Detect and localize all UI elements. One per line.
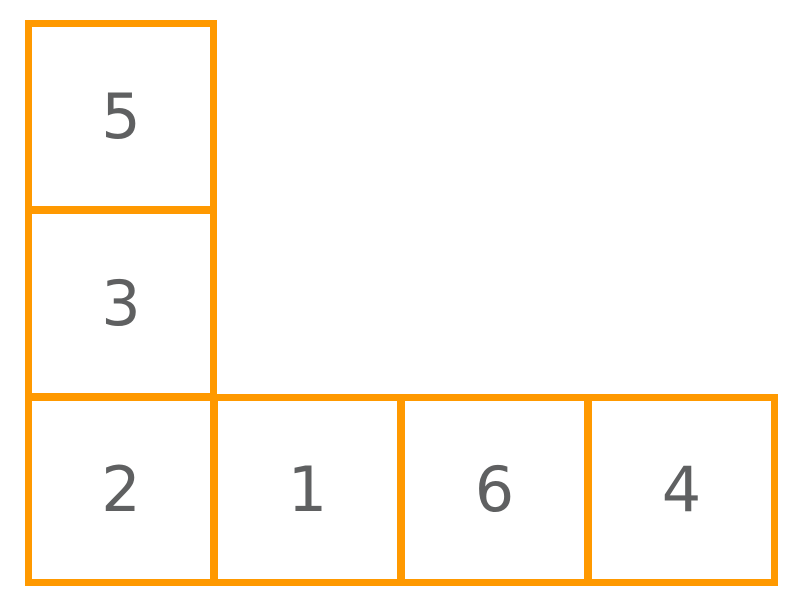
face-bottom-3: 6 [398, 394, 591, 586]
face-number: 4 [661, 453, 702, 526]
face-bottom-1: 2 [25, 394, 217, 586]
face-number: 2 [101, 453, 141, 526]
face-number: 5 [101, 79, 141, 153]
face-number: 3 [101, 266, 141, 340]
face-bottom-2: 1 [211, 394, 404, 586]
face-top: 5 [25, 20, 217, 213]
face-number: 6 [474, 453, 515, 526]
face-number: 1 [287, 453, 328, 526]
face-middle: 3 [25, 207, 217, 400]
face-bottom-4: 4 [585, 394, 778, 586]
